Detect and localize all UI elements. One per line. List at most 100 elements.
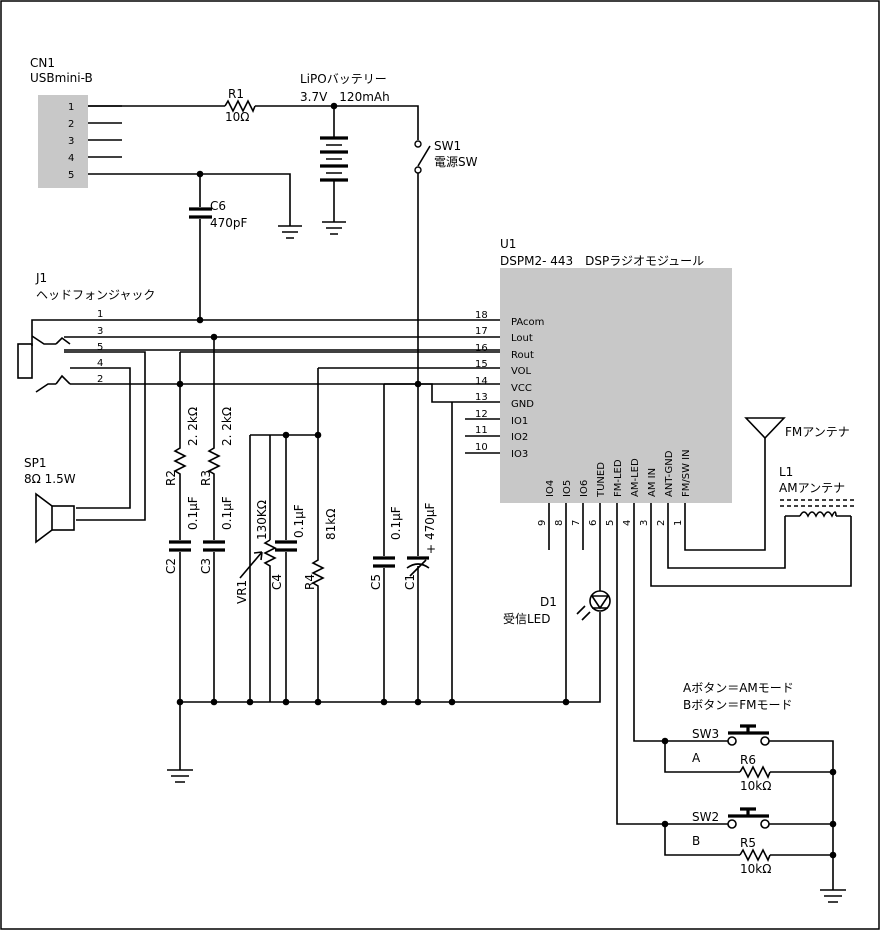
u1-pin-num: 10 bbox=[475, 442, 488, 453]
u1-pin-num: 7 bbox=[571, 520, 582, 526]
j1-pin-label: 4 bbox=[97, 358, 103, 369]
u1-pin-name: IO5 bbox=[562, 480, 573, 497]
sw2-tag: B bbox=[692, 834, 700, 848]
u1-pin-num: 15 bbox=[475, 359, 488, 370]
c6-value: 470pF bbox=[210, 216, 248, 230]
u1-pin-name: IO4 bbox=[545, 480, 556, 497]
r1-value: 10Ω bbox=[225, 110, 249, 124]
j1-pin-label: 3 bbox=[97, 326, 103, 337]
r3-ref: R3 bbox=[199, 470, 213, 486]
sw3-ref: SW3 bbox=[692, 727, 719, 741]
r6-ref: R6 bbox=[740, 753, 756, 767]
u1-pin-name: AM-LED bbox=[630, 458, 641, 497]
u1-name: DSPM2- 443 DSPラジオモジュール bbox=[500, 254, 704, 268]
cn1-pin-label: 1 bbox=[68, 102, 74, 113]
u1-pin-num: 14 bbox=[475, 376, 488, 387]
u1-pin-name: IO1 bbox=[511, 416, 528, 427]
j1-jack: J1 ヘッドフォンジャック 1 3 5 4 2 bbox=[17, 271, 500, 521]
u1-pin-name: Rout bbox=[511, 350, 534, 361]
u1-pin-name: Lout bbox=[511, 333, 533, 344]
u1-left-pins: 18 PAcom 17 Lout 16 Rout 15 VOL 14 VCC 1… bbox=[465, 310, 544, 460]
j1-pin-label: 1 bbox=[97, 309, 103, 320]
u1-pin-num: 17 bbox=[475, 326, 488, 337]
u1-pin-name: VCC bbox=[511, 383, 532, 394]
r6-value: 10kΩ bbox=[740, 779, 771, 793]
cn1-ref: CN1 bbox=[30, 56, 55, 70]
r2-ref: R2 bbox=[164, 470, 178, 486]
j1-pin-label: 2 bbox=[97, 374, 103, 385]
l1-name: AMアンテナ bbox=[779, 481, 845, 495]
c2-value: 0.1μF bbox=[186, 496, 200, 530]
j1-pin-label: 5 bbox=[97, 342, 103, 353]
r1-ref: R1 bbox=[228, 87, 244, 101]
r5-value: 10kΩ bbox=[740, 862, 771, 876]
u1-pin-name: GND bbox=[511, 399, 534, 410]
battery-name: LiPOバッテリー bbox=[300, 72, 387, 86]
u1-pin-name: AM IN bbox=[647, 468, 658, 497]
r5-ref: R5 bbox=[740, 836, 756, 850]
d1-name: 受信LED bbox=[503, 612, 551, 626]
d1-ref: D1 bbox=[540, 595, 557, 609]
u1-pin-num: 16 bbox=[475, 343, 488, 354]
u1-pin-name: IO2 bbox=[511, 432, 528, 443]
u1-pin-name: IO3 bbox=[511, 449, 528, 460]
j1-name: ヘッドフォンジャック bbox=[36, 288, 155, 302]
battery-spec: 3.7V 120mAh bbox=[300, 90, 390, 104]
c6-ref: C6 bbox=[210, 199, 226, 213]
sw2-ref: SW2 bbox=[692, 810, 719, 824]
u1-pin-num: 12 bbox=[475, 409, 488, 420]
sp1-ref: SP1 bbox=[24, 456, 47, 470]
sp1-speaker: SP1 8Ω 1.5W bbox=[24, 456, 76, 544]
antennas bbox=[650, 417, 855, 587]
u1-pin-num: 13 bbox=[475, 392, 488, 403]
j1-ref: J1 bbox=[35, 271, 47, 285]
cn1-name: USBmini-B bbox=[30, 71, 93, 85]
c3-ref: C3 bbox=[199, 558, 213, 574]
u1-pin-name: IO6 bbox=[579, 480, 590, 497]
cn1-pin-label: 2 bbox=[68, 119, 74, 130]
u1-bottom-pins: IO4 IO5 IO6 TUNED FM-LED AM-LED AM IN AN… bbox=[537, 449, 692, 550]
sp1-spec: 8Ω 1.5W bbox=[24, 472, 76, 486]
u1-pin-num: 8 bbox=[554, 520, 565, 526]
fm-antenna-label: FMアンテナ bbox=[785, 425, 850, 439]
sw1-ref: SW1 bbox=[434, 139, 461, 153]
c5-ref: C5 bbox=[369, 574, 383, 590]
sw3-tag: A bbox=[692, 751, 701, 765]
c3-value: 0.1μF bbox=[220, 496, 234, 530]
u1-pin-num: 5 bbox=[605, 520, 616, 526]
mode-note-line2: Bボタン＝FMモード bbox=[683, 698, 793, 712]
d1-led bbox=[576, 590, 611, 621]
cn1-pin-label: 5 bbox=[68, 170, 74, 181]
u1-pin-num: 11 bbox=[475, 425, 488, 436]
u1-pin-num: 9 bbox=[537, 520, 548, 526]
l1-ref: L1 bbox=[779, 465, 793, 479]
c5-value: 0.1μF bbox=[389, 506, 403, 540]
u1-pin-name: FM-LED bbox=[613, 459, 624, 497]
vcc-decoupling bbox=[373, 380, 500, 702]
u1-pin-num: 18 bbox=[475, 310, 488, 321]
c1-ref: C1 bbox=[403, 574, 417, 590]
u1-pin-name: FM/SW IN bbox=[681, 449, 692, 497]
u1-pin-num: 1 bbox=[673, 520, 684, 526]
u1-pin-num: 2 bbox=[656, 520, 667, 526]
power-wires bbox=[88, 99, 431, 382]
vol-network bbox=[239, 367, 500, 702]
u1-pin-name: PAcom bbox=[511, 317, 544, 328]
u1-pin-name: TUNED bbox=[596, 462, 607, 498]
u1-pin-num: 3 bbox=[639, 520, 650, 526]
r4-ref: R4 bbox=[303, 574, 317, 590]
sw1-name: 電源SW bbox=[434, 155, 478, 169]
audio-filter bbox=[169, 316, 500, 702]
r4-value: 81kΩ bbox=[324, 509, 338, 540]
u1-pin-num: 6 bbox=[588, 520, 599, 526]
c2-ref: C2 bbox=[164, 558, 178, 574]
u1-pin-name: ANT-GND bbox=[664, 450, 675, 497]
cn1-pin-label: 3 bbox=[68, 136, 74, 147]
ground-bus bbox=[167, 402, 601, 783]
r3-value: 2. 2kΩ bbox=[220, 407, 234, 446]
mode-buttons bbox=[616, 503, 846, 903]
c1-value: 470μF bbox=[423, 502, 437, 540]
vr1-ref: VR1 bbox=[235, 580, 249, 604]
vr1-value: 130KΩ bbox=[255, 500, 269, 540]
